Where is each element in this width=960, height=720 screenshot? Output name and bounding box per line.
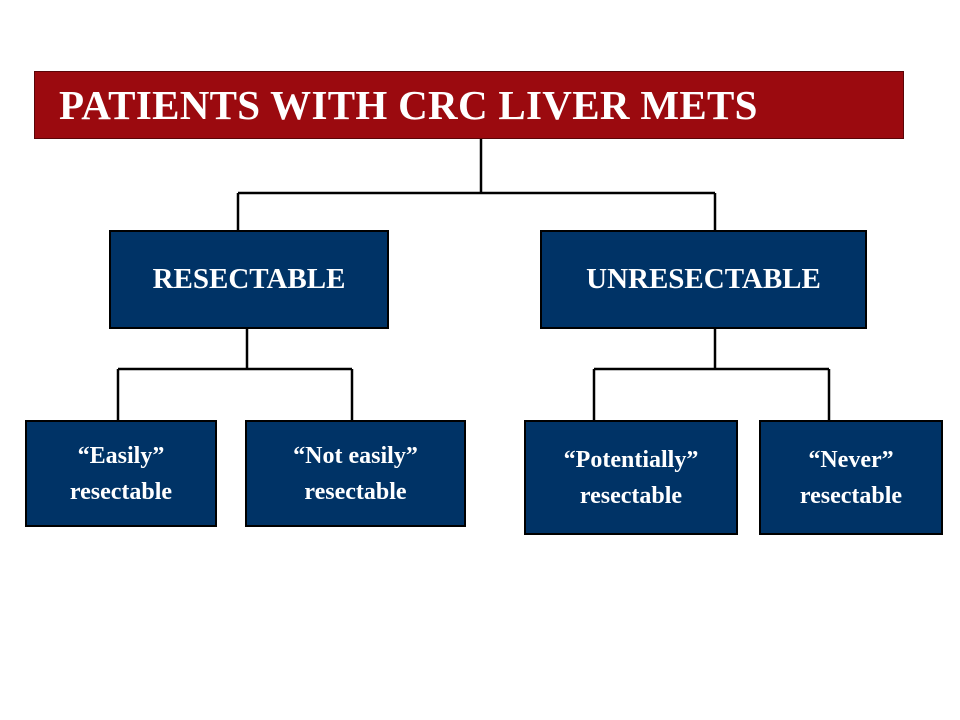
node-unresectable-label: UNRESECTABLE — [586, 263, 821, 295]
node-resectable: RESECTABLE — [109, 230, 389, 329]
node-not-easily-resectable: “Not easily” resectable — [245, 420, 466, 527]
root-node-title: PATIENTS WITH CRC LIVER METS — [34, 71, 904, 139]
node-potentially-resectable: “Potentially” resectable — [524, 420, 738, 535]
node-never-line2: resectable — [799, 482, 903, 509]
node-not-easily-line1: “Not easily” — [293, 442, 418, 469]
node-never-resectable: “Never” resectable — [759, 420, 943, 535]
node-easily-line1: “Easily” — [77, 442, 165, 469]
node-not-easily-line2: resectable — [304, 478, 407, 505]
root-node-label: PATIENTS WITH CRC LIVER METS — [59, 82, 758, 128]
node-easily-line2: resectable — [69, 478, 173, 505]
node-easily-resectable: “Easily” resectable — [25, 420, 217, 527]
node-unresectable: UNRESECTABLE — [540, 230, 867, 329]
node-potentially-line2: resectable — [579, 482, 683, 509]
node-potentially-line1: “Potentially” — [563, 446, 699, 473]
node-never-line1: “Never” — [808, 446, 894, 473]
node-resectable-label: RESECTABLE — [152, 263, 346, 295]
